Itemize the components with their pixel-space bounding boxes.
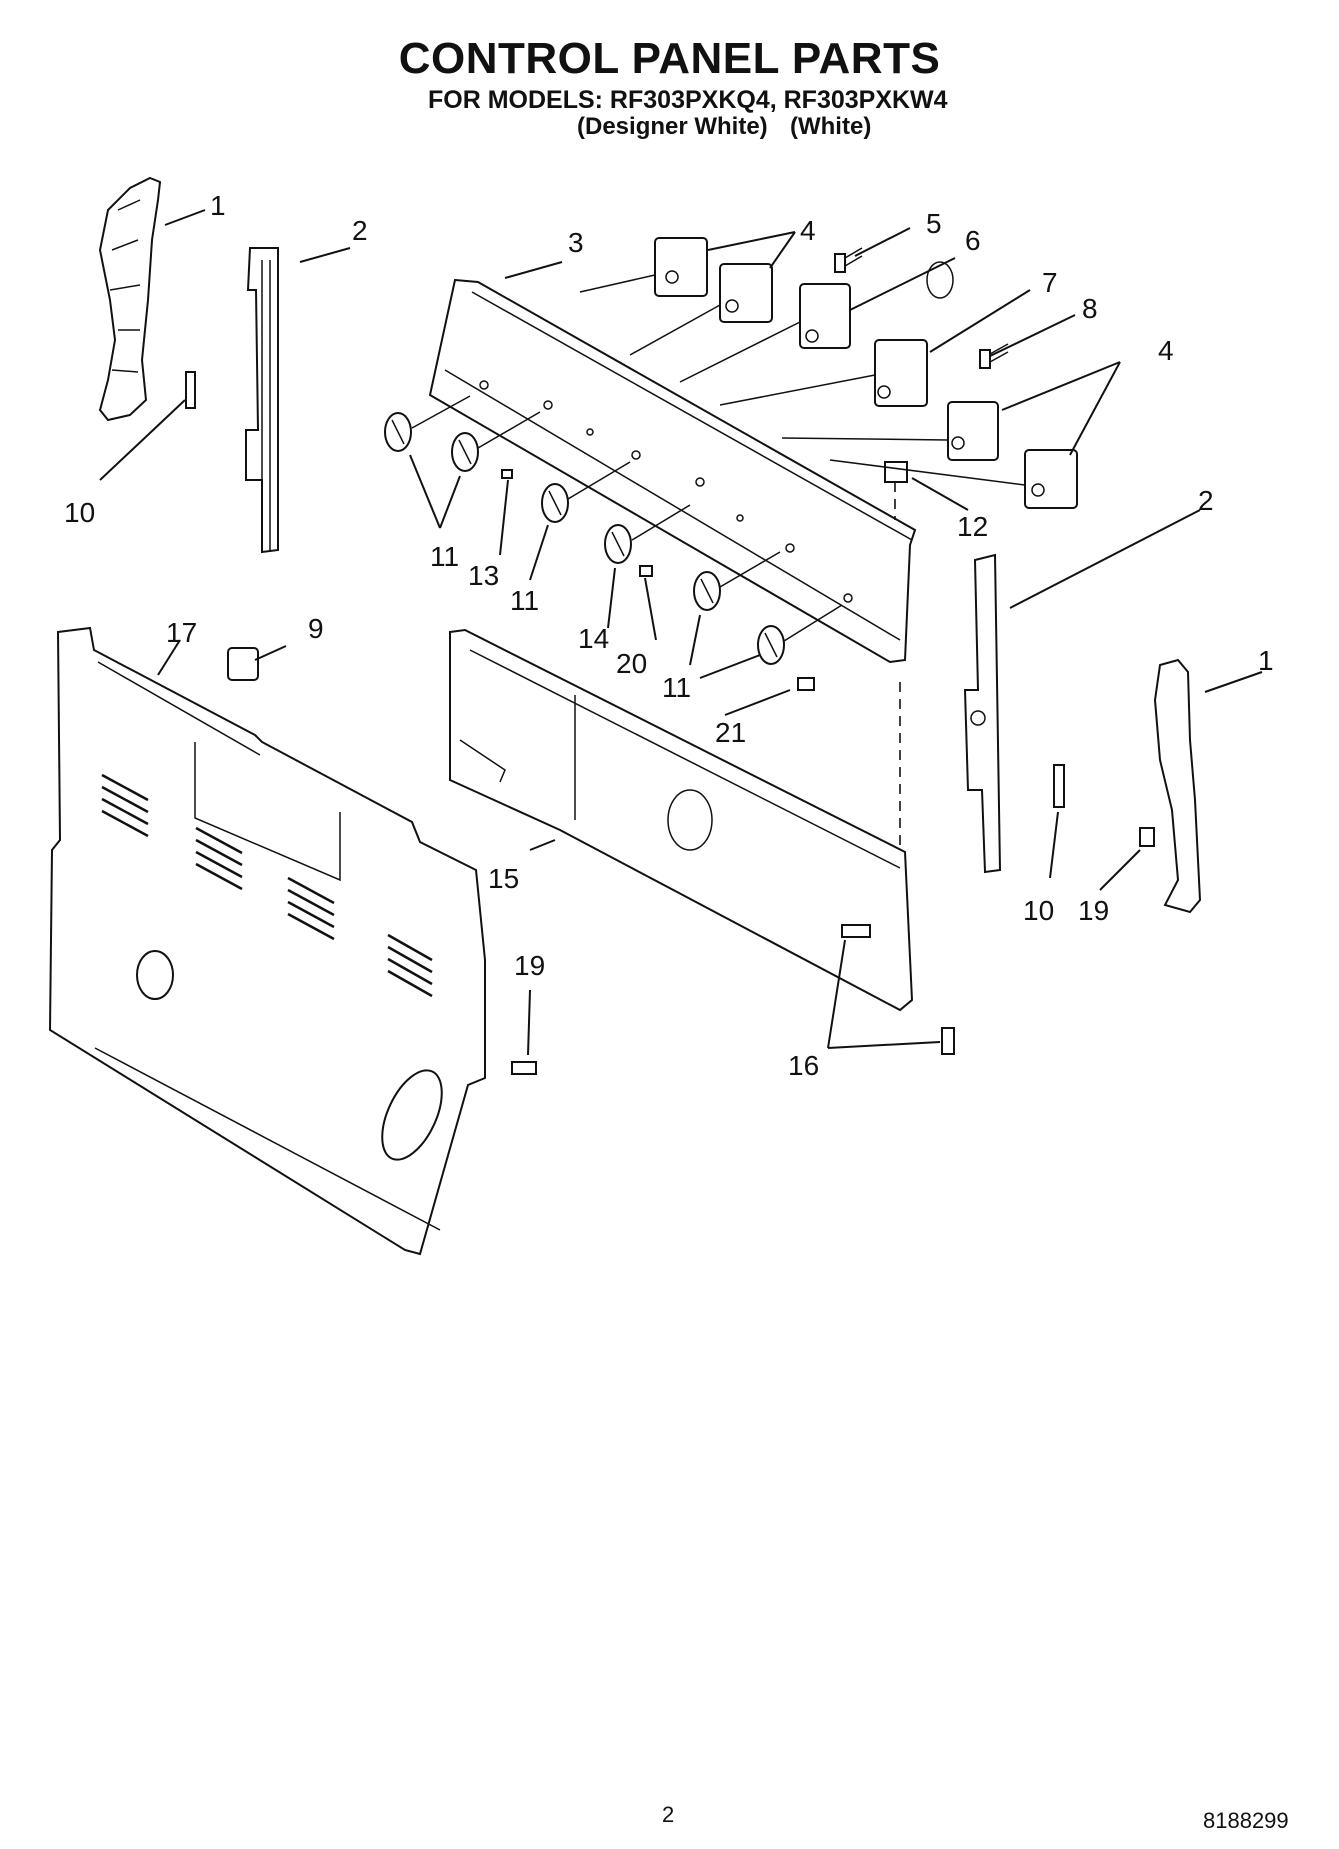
part-switch-4 xyxy=(1024,449,1078,509)
part-indicator-light-a xyxy=(834,247,863,273)
part-screw-13 xyxy=(501,469,513,479)
callout-4-top: 4 xyxy=(800,215,816,246)
callout-17: 17 xyxy=(166,617,197,648)
callout-10-right: 10 xyxy=(1023,895,1054,926)
part-switch-2 xyxy=(719,263,773,323)
callout-1-right: 1 xyxy=(1258,645,1274,676)
part-screw-19-left xyxy=(511,1061,537,1075)
models-line: FOR MODELS: RF303PXKQ4, RF303PXKW4 xyxy=(428,86,948,114)
callout-16: 16 xyxy=(788,1050,819,1081)
callout-1-left: 1 xyxy=(210,190,226,221)
part-knob-4 xyxy=(604,524,632,564)
part-knob-1 xyxy=(384,412,412,452)
callout-2-left: 2 xyxy=(352,215,368,246)
part-side-bracket-left xyxy=(245,247,279,554)
page-number: 2 xyxy=(662,1802,675,1827)
callout-20: 20 xyxy=(616,648,647,679)
part-selector-switch xyxy=(799,283,851,349)
callout-21: 21 xyxy=(715,717,746,748)
part-side-bracket-right xyxy=(963,553,1002,874)
callout-8: 8 xyxy=(1082,293,1098,324)
part-knob-2 xyxy=(451,432,479,472)
part-rear-panel xyxy=(48,626,486,1256)
part-knob-5 xyxy=(693,571,721,611)
callout-15: 15 xyxy=(488,863,519,894)
variant-white: (White) xyxy=(790,113,872,140)
part-knob-6 xyxy=(757,625,785,665)
part-switch-1 xyxy=(654,237,708,297)
part-screw-19-right xyxy=(1139,827,1155,847)
callout-10-left: 10 xyxy=(64,497,95,528)
callout-19-right: 19 xyxy=(1078,895,1109,926)
callout-12: 12 xyxy=(957,511,988,542)
part-end-cap-left xyxy=(98,176,162,422)
callout-11-b: 11 xyxy=(510,585,539,616)
part-lower-manifold-panel xyxy=(449,628,914,1012)
callout-6: 6 xyxy=(965,225,981,256)
callout-numbers: 1 2 3 4 5 6 7 8 4 10 11 13 11 12 2 17 9 … xyxy=(64,190,1274,1081)
variant-designer-white: (Designer White) xyxy=(577,113,768,140)
part-thermostat xyxy=(874,339,928,407)
part-screw-16-b xyxy=(941,1027,955,1055)
part-end-cap-right xyxy=(1153,658,1202,914)
part-clip-right xyxy=(1053,764,1065,808)
part-rocker-switch xyxy=(884,461,908,483)
part-screw-16-a xyxy=(841,924,871,938)
callout-7: 7 xyxy=(1042,267,1058,298)
part-clip-left xyxy=(185,371,196,409)
callout-4-right: 4 xyxy=(1158,335,1174,366)
callout-2-right: 2 xyxy=(1198,485,1214,516)
part-control-panel xyxy=(428,278,917,664)
callout-11-c: 11 xyxy=(662,672,691,703)
callout-leaders xyxy=(99,209,1263,1056)
part-screw-21 xyxy=(797,677,815,691)
callout-9: 9 xyxy=(308,613,324,644)
part-screw-20 xyxy=(639,565,653,577)
part-indicator-light-b xyxy=(979,343,1009,369)
part-wire-clip xyxy=(227,647,259,681)
page-title: CONTROL PANEL PARTS xyxy=(398,34,941,83)
callout-13: 13 xyxy=(468,560,499,591)
assembly-guide-lines xyxy=(411,274,1026,870)
part-switch-3 xyxy=(947,401,999,461)
callout-19-left: 19 xyxy=(514,950,545,981)
callout-3: 3 xyxy=(568,227,584,258)
part-knob-3 xyxy=(541,483,569,523)
callout-5: 5 xyxy=(926,208,942,239)
callout-14: 14 xyxy=(578,623,609,654)
document-number: 8188299 xyxy=(1203,1808,1289,1833)
part-ring xyxy=(926,261,954,299)
callout-11-a: 11 xyxy=(430,541,459,572)
